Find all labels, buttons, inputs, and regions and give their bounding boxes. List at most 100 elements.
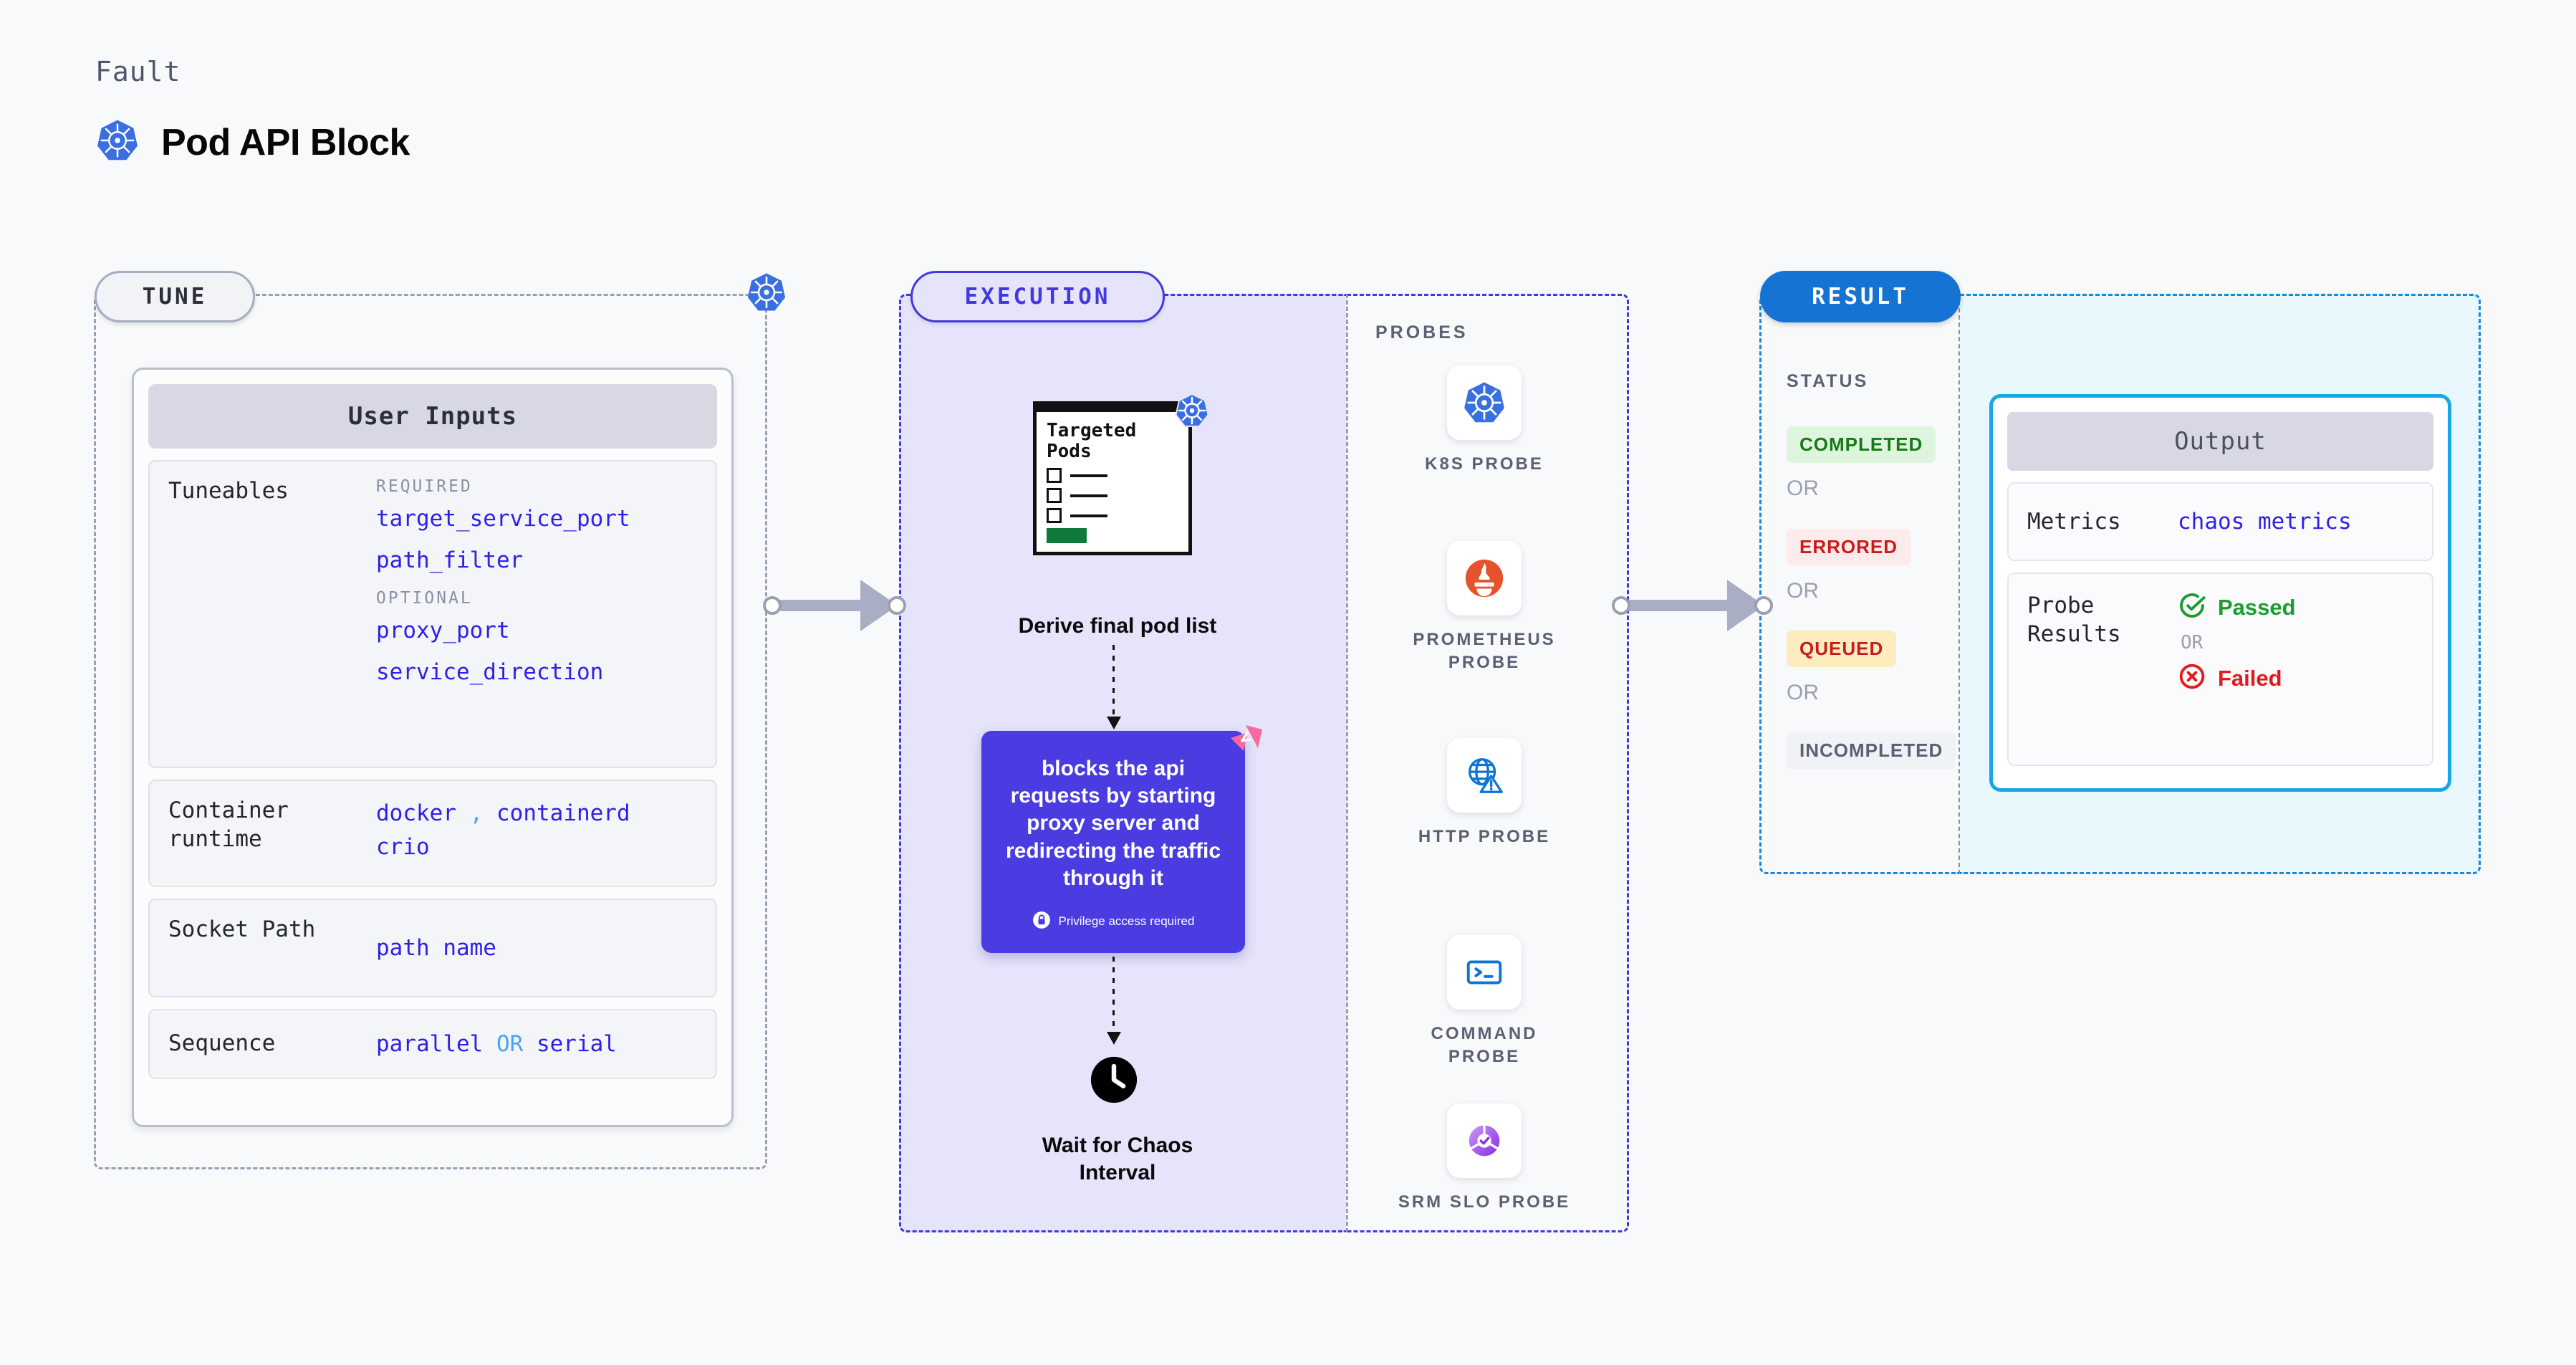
wait-interval-label: Wait for Chaos Interval xyxy=(1042,1134,1193,1184)
derive-pod-list-label: Derive final pod list xyxy=(1018,614,1217,638)
probe-label: PROMETHEUS PROBE xyxy=(1413,630,1556,673)
kubernetes-icon xyxy=(746,272,787,317)
check-circle-icon xyxy=(2178,591,2206,623)
slo-donut-icon xyxy=(1447,1103,1522,1178)
probe-http[interactable]: HTTP PROBE xyxy=(1395,738,1574,848)
metrics-value[interactable]: chaos metrics xyxy=(2178,509,2352,535)
runtime-containerd[interactable]: containerd xyxy=(496,800,630,826)
runtime-crio[interactable]: crio xyxy=(376,833,430,860)
runtime-separator: , xyxy=(469,800,484,826)
user-inputs-card: User Inputs Tuneables REQUIRED target_se… xyxy=(132,368,734,1127)
line-placeholder xyxy=(1070,514,1107,517)
socket-path-row: Socket Path path name xyxy=(148,899,717,997)
x-circle-icon xyxy=(2178,662,2206,694)
tune-panel xyxy=(94,294,767,1169)
connector-execution-to-result xyxy=(1612,580,1773,631)
runtime-docker[interactable]: docker xyxy=(376,800,456,826)
probe-label: SRM SLO PROBE xyxy=(1398,1192,1571,1212)
tune-badge[interactable]: TUNE xyxy=(95,271,255,322)
arrow-line xyxy=(1112,957,1115,1032)
list-item xyxy=(1047,468,1188,484)
progress-bar xyxy=(1047,528,1087,544)
connector-start-dot xyxy=(763,596,782,615)
tuneable-service-direction[interactable]: service_direction xyxy=(376,659,604,685)
connector-bar xyxy=(779,600,865,611)
checkbox-icon xyxy=(1047,508,1062,524)
probe-srm-slo[interactable]: SRM SLO PROBE xyxy=(1395,1103,1574,1214)
probe-result-failed: Failed xyxy=(2178,662,2296,694)
socket-path-label: Socket Path xyxy=(168,916,316,942)
terminal-icon xyxy=(1447,935,1522,1010)
failed-label: Failed xyxy=(2218,665,2282,691)
kubernetes-icon xyxy=(1174,393,1210,432)
execution-badge[interactable]: EXECUTION xyxy=(910,271,1165,322)
globe-warning-icon xyxy=(1447,738,1522,813)
arrow-line xyxy=(1112,645,1115,717)
metrics-row: Metrics chaos metrics xyxy=(2007,482,2433,561)
output-card: Output Metrics chaos metrics Probe Resul… xyxy=(1989,394,2451,792)
probe-results-label: Probe Results xyxy=(2027,593,2121,648)
status-badge-completed: COMPLETED xyxy=(1787,426,1936,463)
page-title: Pod API Block xyxy=(161,121,410,163)
socket-path-value[interactable]: path name xyxy=(376,934,496,961)
probe-k8s[interactable]: K8S PROBE xyxy=(1395,365,1574,476)
probe-results-or: OR xyxy=(2181,632,2203,653)
passed-label: Passed xyxy=(2218,594,2296,620)
user-inputs-title: User Inputs xyxy=(148,384,717,449)
fault-title-row: Pod API Block xyxy=(95,118,410,166)
probe-label: COMMAND PROBE xyxy=(1431,1024,1538,1067)
kubernetes-icon xyxy=(1447,365,1522,440)
probe-result-passed: Passed xyxy=(2178,591,2296,623)
targeted-pods-card: Targeted Pods xyxy=(1033,412,1192,555)
container-runtime-row: Container runtime docker , containerd cr… xyxy=(148,780,717,887)
probe-label: K8S PROBE xyxy=(1425,454,1544,474)
sequence-serial[interactable]: serial xyxy=(536,1030,617,1057)
output-title: Output xyxy=(2007,412,2433,471)
targeted-pods-list xyxy=(1037,462,1188,524)
sequence-label: Sequence xyxy=(168,1030,276,1057)
prometheus-icon xyxy=(1447,541,1522,616)
status-badge-incompleted: INCOMPLETED xyxy=(1787,732,1956,769)
fault-eyebrow: Fault xyxy=(95,56,181,87)
line-placeholder xyxy=(1070,474,1107,477)
tuneable-proxy-port[interactable]: proxy_port xyxy=(376,618,510,643)
kubernetes-icon xyxy=(95,118,140,166)
probe-results-row: Probe Results Passed OR xyxy=(2007,573,2433,766)
tuneables-row: Tuneables REQUIRED target_service_port p… xyxy=(148,460,717,768)
checkbox-icon xyxy=(1047,468,1062,484)
status-or-2: OR xyxy=(1787,579,1819,603)
targeted-pods-title: Targeted Pods xyxy=(1047,420,1137,463)
required-group-title: REQUIRED xyxy=(376,477,473,496)
tuneable-target-service-port[interactable]: target_service_port xyxy=(376,506,630,532)
connector-end-dot xyxy=(1754,596,1773,615)
sequence-row: Sequence parallel OR serial xyxy=(148,1009,717,1079)
arrow-tip xyxy=(1107,1032,1121,1045)
result-badge[interactable]: RESULT xyxy=(1760,271,1961,322)
line-placeholder xyxy=(1070,494,1107,497)
action-box: blocks the api requests by starting prox… xyxy=(981,731,1245,953)
probe-prometheus[interactable]: PROMETHEUS PROBE xyxy=(1395,541,1574,675)
clock-icon xyxy=(1089,1055,1139,1108)
tuneable-path-filter[interactable]: path_filter xyxy=(376,547,524,573)
lock-icon xyxy=(1032,911,1051,933)
status-title: STATUS xyxy=(1787,371,1869,391)
privilege-note: Privilege access required xyxy=(1032,911,1195,933)
container-runtime-label: Container runtime xyxy=(168,798,289,852)
flow-arrow xyxy=(1107,957,1121,1045)
status-badge-errored: ERRORED xyxy=(1787,529,1911,565)
connector-bar xyxy=(1628,600,1731,611)
list-item xyxy=(1047,508,1188,524)
flow-arrow xyxy=(1107,645,1121,729)
arrow-tip xyxy=(1107,717,1121,729)
action-description: blocks the api requests by starting prox… xyxy=(1005,757,1221,890)
sequence-parallel[interactable]: parallel xyxy=(376,1030,484,1057)
status-or-3: OR xyxy=(1787,681,1819,704)
privilege-text: Privilege access required xyxy=(1058,914,1195,929)
sequence-or: OR xyxy=(496,1030,524,1057)
probe-command[interactable]: COMMAND PROBE xyxy=(1395,935,1574,1069)
connector-end-dot xyxy=(888,596,906,615)
tuneables-label: Tuneables xyxy=(168,478,289,504)
list-item xyxy=(1047,488,1188,504)
status-or-1: OR xyxy=(1787,476,1819,500)
